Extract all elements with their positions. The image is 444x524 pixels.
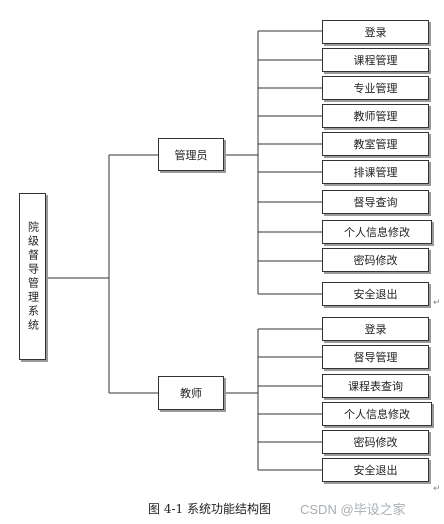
admin-item-profile: 个人信息修改 <box>322 220 432 244</box>
teacher-item-supervision: 督导管理 <box>322 345 429 369</box>
admin-item-teacher: 教师管理 <box>322 104 429 128</box>
teacher-item-timetable: 课程表查询 <box>322 374 429 398</box>
admin-item-login: 登录 <box>322 20 429 44</box>
teacher-item-login: 登录 <box>322 317 429 341</box>
admin-item-logout: 安全退出 <box>322 282 429 306</box>
watermark: CSDN @毕设之家 <box>300 502 406 517</box>
root-node: 院级督导管理系统 <box>19 193 46 360</box>
teacher-node: 教师 <box>158 376 224 410</box>
admin-node: 管理员 <box>158 138 224 171</box>
figure-caption: 图 4-1 系统功能结构图 <box>148 502 271 516</box>
teacher-item-password: 密码修改 <box>322 430 429 454</box>
paragraph-mark-teacher: ↵ <box>433 484 441 494</box>
teacher-item-profile: 个人信息修改 <box>322 402 432 426</box>
paragraph-mark-admin: ↵ <box>433 298 441 308</box>
admin-item-password: 密码修改 <box>322 248 429 272</box>
teacher-item-logout: 安全退出 <box>322 458 429 482</box>
admin-item-supervision-query: 督导查询 <box>322 190 429 214</box>
admin-item-course: 课程管理 <box>322 48 429 72</box>
admin-item-scheduling: 排课管理 <box>322 160 429 184</box>
admin-item-classroom: 教室管理 <box>322 132 429 156</box>
admin-item-major: 专业管理 <box>322 76 429 100</box>
